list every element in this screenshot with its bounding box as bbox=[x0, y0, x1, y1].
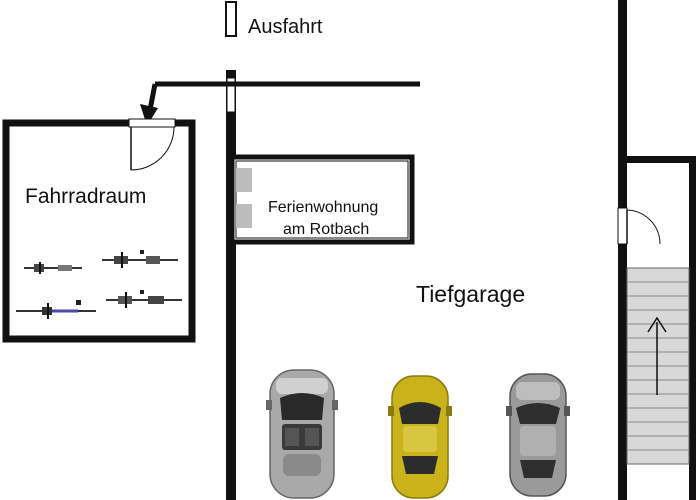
exit-gate-post bbox=[225, 1, 237, 37]
car-icon bbox=[506, 373, 570, 497]
central-wall-door-gap bbox=[226, 77, 236, 113]
bike-room-label: Fahrradraum bbox=[25, 185, 146, 208]
right-door-frame bbox=[617, 207, 628, 245]
bike-room-door-frame bbox=[128, 118, 176, 128]
apartment-window bbox=[236, 168, 252, 192]
parking-direction-arrow-icon bbox=[140, 81, 420, 126]
bicycle-icon bbox=[106, 290, 182, 308]
apartment-window bbox=[236, 204, 252, 228]
bicycle-icon bbox=[24, 262, 82, 274]
staircase bbox=[622, 156, 696, 500]
car-icon bbox=[388, 375, 452, 499]
apartment-label-line2: am Rotbach bbox=[283, 221, 369, 238]
apartment-box: Ferienwohnung am Rotbach bbox=[229, 154, 415, 245]
central-wall bbox=[226, 70, 236, 500]
bicycle-icon bbox=[102, 250, 178, 268]
exit-label: Ausfahrt bbox=[248, 16, 323, 38]
right-wall bbox=[618, 0, 627, 500]
apartment-label-line1: Ferienwohnung bbox=[268, 199, 378, 216]
stairs-up-arrow-icon bbox=[647, 316, 667, 395]
bicycle-icon bbox=[16, 300, 96, 319]
door-icon bbox=[130, 126, 175, 171]
door-icon bbox=[626, 209, 661, 245]
bike-room: Fahrradraum bbox=[2, 118, 196, 343]
garage-label: Tiefgarage bbox=[416, 281, 525, 307]
car-icon bbox=[266, 369, 338, 499]
